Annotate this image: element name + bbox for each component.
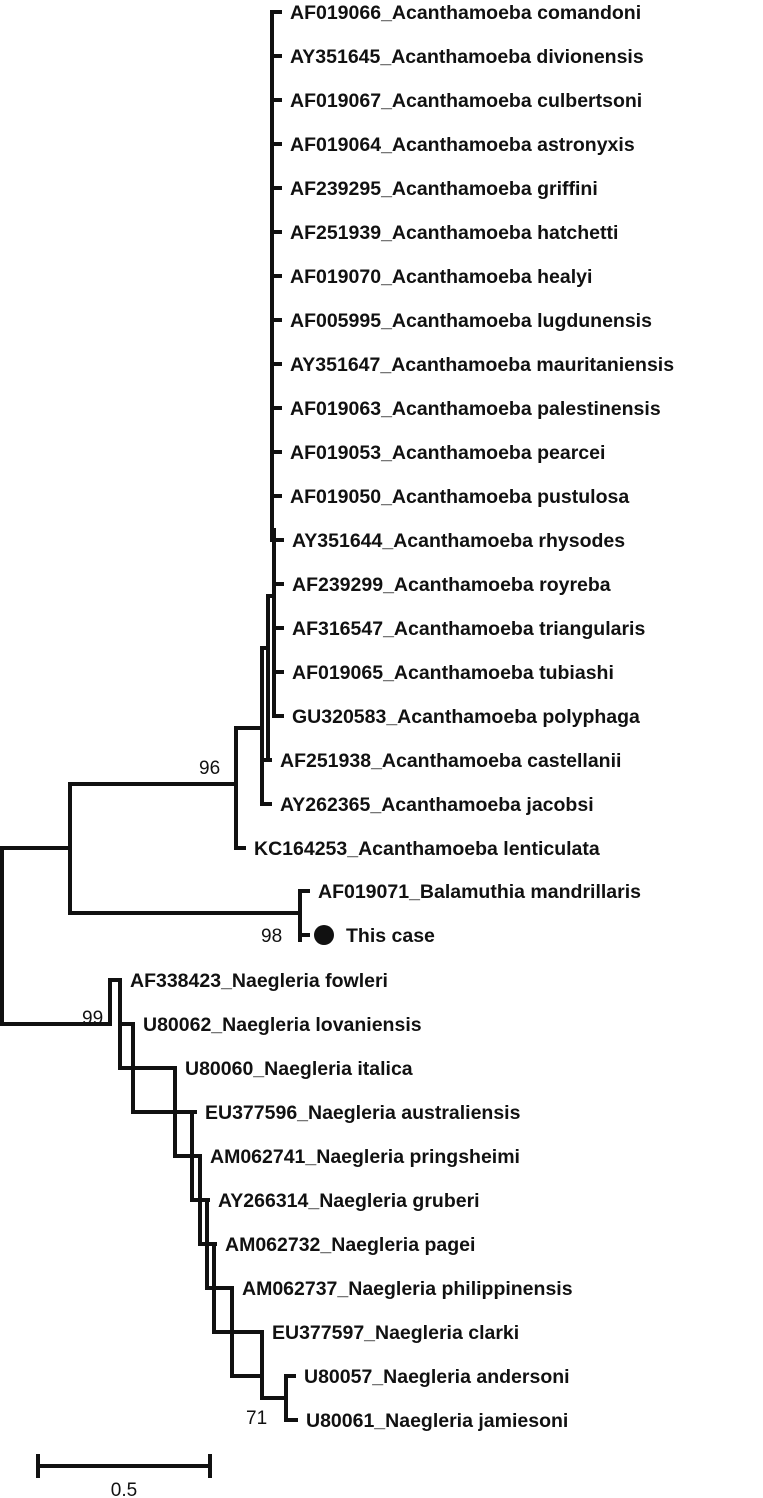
taxon-label: AF005995_Acanthamoeba lugdunensis <box>290 310 652 332</box>
taxon-label: EU377596_Naegleria australiensis <box>205 1102 521 1124</box>
taxon-label: AF019067_Acanthamoeba culbertsoni <box>290 90 642 112</box>
taxon-label: AF338423_Naegleria fowleri <box>130 970 388 992</box>
taxon-label: This case <box>346 925 435 947</box>
bootstrap-value-naegleria: 99 <box>82 1008 103 1029</box>
scale-bar-label: 0.5 <box>111 1480 137 1498</box>
taxon-label: AF019064_Acanthamoeba astronyxis <box>290 134 635 156</box>
taxon-label: U80061_Naegleria jamiesoni <box>306 1410 568 1432</box>
taxon-label: AF316547_Acanthamoeba triangularis <box>292 618 645 640</box>
taxon-label: AF239299_Acanthamoeba royreba <box>292 574 611 596</box>
taxon-label: AF019050_Acanthamoeba pustulosa <box>290 486 629 508</box>
taxon-label: AF019071_Balamuthia mandrillaris <box>318 881 641 903</box>
taxon-label: AY351645_Acanthamoeba divionensis <box>290 46 644 68</box>
taxon-label: AF019065_Acanthamoeba tubiashi <box>292 662 614 684</box>
taxon-label: AM062741_Naegleria pringsheimi <box>210 1146 520 1168</box>
taxon-label: AM062732_Naegleria pagei <box>225 1234 475 1256</box>
bootstrap-value-acanthamoeba: 96 <box>199 758 220 779</box>
taxon-label: AF251939_Acanthamoeba hatchetti <box>290 222 618 244</box>
taxon-label: AF019070_Acanthamoeba healyi <box>290 266 592 288</box>
this-case-marker-icon <box>314 925 334 945</box>
taxon-label: AY262365_Acanthamoeba jacobsi <box>280 794 594 816</box>
taxon-label: AY351647_Acanthamoeba mauritaniensis <box>290 354 674 376</box>
taxon-label: U80062_Naegleria lovaniensis <box>143 1014 422 1036</box>
taxon-label: AY266314_Naegleria gruberi <box>218 1190 480 1212</box>
scale-bar: 0.5 <box>36 1454 212 1498</box>
bootstrap-value-andersoni-jamiesoni: 71 <box>246 1408 267 1429</box>
taxon-label: AY351644_Acanthamoeba rhysodes <box>292 530 625 552</box>
taxon-label: AF251938_Acanthamoeba castellanii <box>280 750 621 772</box>
taxon-label: AF019066_Acanthamoeba comandoni <box>290 2 641 24</box>
tree-branches <box>0 10 310 1422</box>
taxon-label: U80057_Naegleria andersoni <box>304 1366 570 1388</box>
taxon-label: GU320583_Acanthamoeba polyphaga <box>292 706 640 728</box>
taxon-label: AF019063_Acanthamoeba palestinensis <box>290 398 661 420</box>
taxon-label: AF239295_Acanthamoeba griffini <box>290 178 598 200</box>
taxon-label: AF019053_Acanthamoeba pearcei <box>290 442 605 464</box>
taxon-label: U80060_Naegleria italica <box>185 1058 413 1080</box>
taxon-labels: AF019066_Acanthamoeba comandoniAY351645_… <box>130 2 674 1432</box>
taxon-label: EU377597_Naegleria clarki <box>272 1322 519 1344</box>
bootstrap-value-balamuthia: 98 <box>261 926 282 947</box>
taxon-label: KC164253_Acanthamoeba lenticulata <box>254 838 600 860</box>
taxon-label: AM062737_Naegleria philippinensis <box>242 1278 573 1300</box>
